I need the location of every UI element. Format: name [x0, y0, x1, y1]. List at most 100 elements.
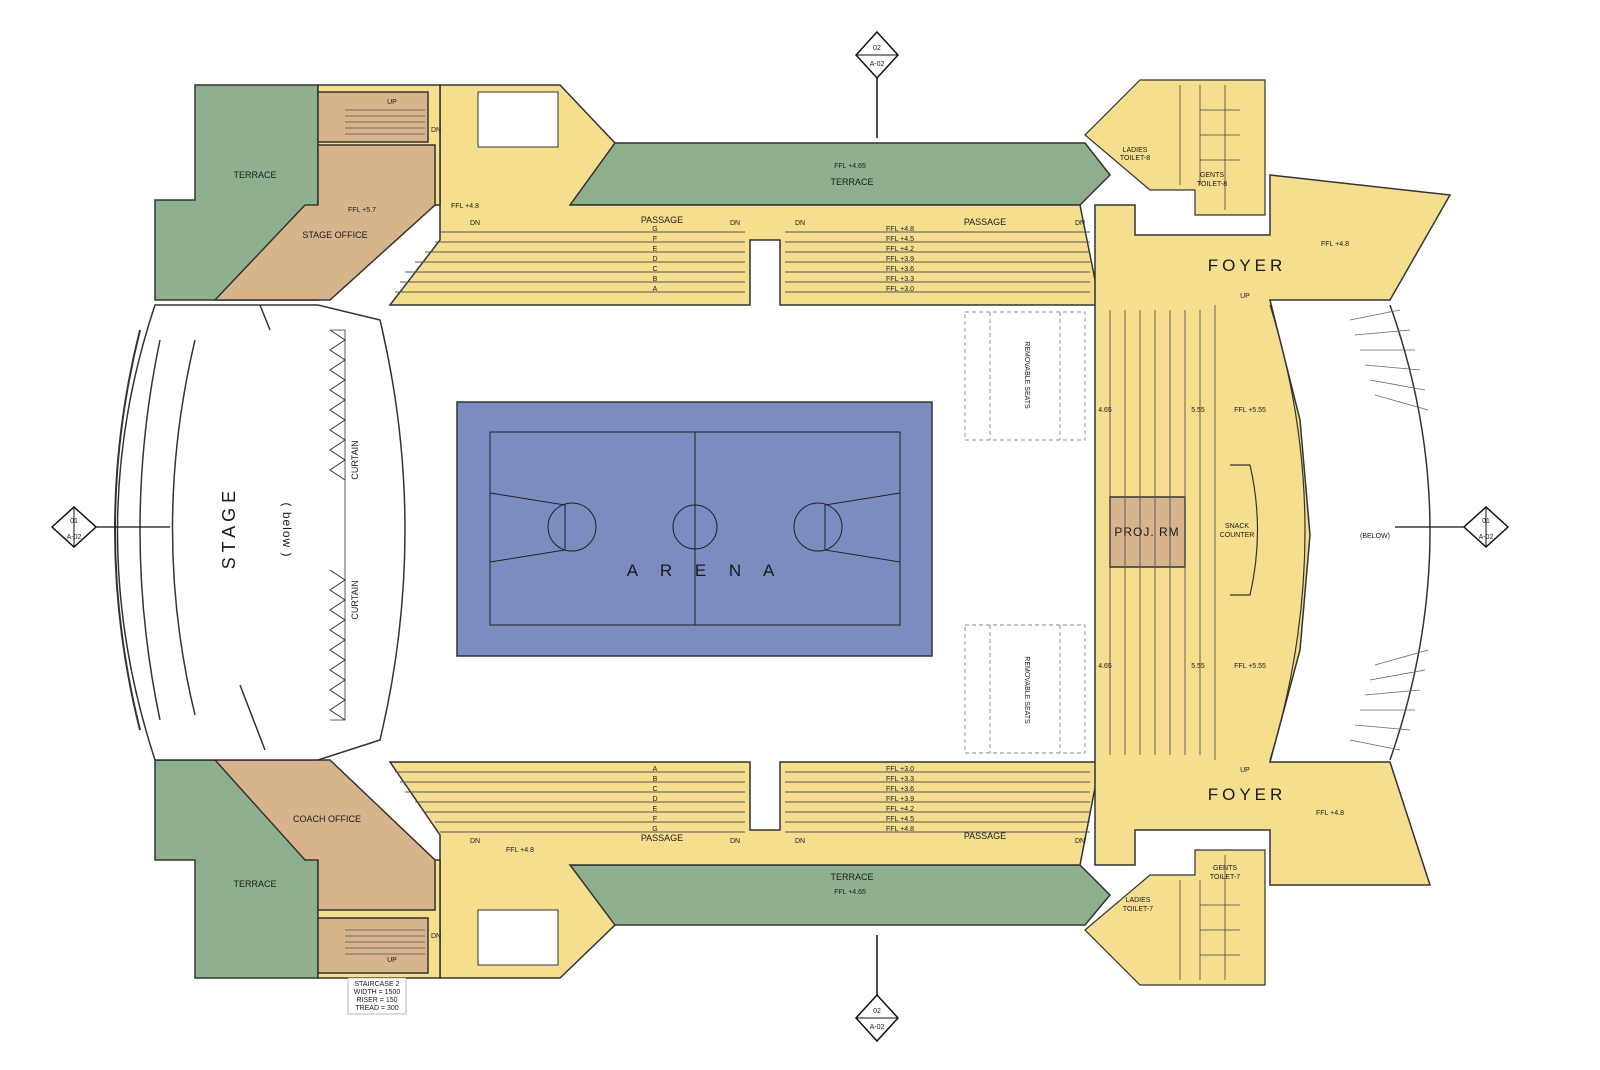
tier-ffl: FFL +3.6	[886, 786, 914, 793]
curtain-label-top: CURTAIN	[350, 440, 360, 479]
terrace-top-label: TERRACE	[830, 177, 873, 187]
toilet-blocks-right	[1084, 79, 1266, 986]
stage-office-ffl: FFL +5.7	[348, 207, 376, 214]
dn-labels: DN DN DN DN DN DN DN DN DN DN	[431, 127, 1085, 940]
stage-office	[213, 144, 436, 301]
passage-bl-label: PASSAGE	[641, 833, 683, 843]
coach-office	[213, 759, 436, 911]
stair-treads	[345, 109, 425, 955]
dn-label: DN	[795, 220, 805, 227]
stage-title: S T A G E	[219, 491, 239, 569]
dn-label: DN	[470, 220, 480, 227]
dn-label: DN	[431, 933, 441, 940]
dn-label: DN	[470, 838, 480, 845]
terrace-areas	[154, 84, 1112, 979]
ladies-toilet-bottom-2: TOILET-7	[1123, 906, 1153, 913]
terrace-bl-label: TERRACE	[233, 879, 276, 889]
seating-tiers-bottom	[395, 771, 1090, 833]
tier-level-top-left: 4.65	[1098, 407, 1112, 414]
up-top-left: UP	[387, 99, 397, 106]
below-right-label: (BELOW)	[1360, 533, 1390, 540]
tier-ffl: FFL +4.2	[886, 246, 914, 253]
seating-tiers-top	[395, 231, 1090, 293]
curtain-label-bottom: CURTAIN	[350, 580, 360, 619]
tier-letter: B	[653, 276, 658, 283]
removable-seats	[964, 311, 1086, 754]
tier-ffl: FFL +3.0	[886, 766, 914, 773]
curtain-zigzags	[329, 329, 346, 721]
arena-label: A R E N A	[627, 561, 784, 580]
terrace-bottom-ffl: FFL +4.65	[834, 889, 866, 896]
tier-ffl: FFL +3.6	[886, 266, 914, 273]
passage-tl-label: PASSAGE	[641, 215, 683, 225]
staircase-note-1: STAIRCASE 2	[355, 981, 400, 988]
terrace-tl-label: TERRACE	[233, 170, 276, 180]
section-marker-bottom	[854, 935, 900, 1043]
tier-letter: A	[653, 766, 658, 773]
stage-area	[114, 304, 406, 761]
passage-br-label: PASSAGE	[964, 831, 1006, 841]
dn-label: DN	[730, 838, 740, 845]
tier-ffl: FFL +4.5	[886, 816, 914, 823]
up-bottom-left: UP	[387, 957, 397, 964]
tier-ffl: FFL +4.5	[886, 236, 914, 243]
ladies-toilet-bottom-1: LADIES	[1126, 897, 1151, 904]
tier-letter: C	[652, 266, 657, 273]
foyer-top-label: FOYER	[1208, 256, 1287, 275]
snack-counter-label-1: SNACK	[1225, 523, 1249, 530]
tier-ffl: FFL +3.3	[886, 776, 914, 783]
tier-ffl: FFL +3.9	[886, 796, 914, 803]
tier-ffl-bottom: FFL +5.55	[1234, 663, 1266, 670]
staircase-note: STAIRCASE 2 WIDTH = 1500 RISER = 150 TRE…	[347, 977, 407, 1015]
tier-level-top-right: 5.55	[1191, 407, 1205, 414]
section-02-bottom-sheet: A-02	[870, 1024, 885, 1031]
dn-label: DN	[1075, 220, 1085, 227]
foyer-stairs	[1349, 309, 1429, 751]
stage-below-label: ( below )	[280, 502, 294, 557]
dn-label: DN	[795, 838, 805, 845]
section-02-bottom-num: 02	[873, 1008, 881, 1015]
staircase-note-4: TREAD = 300	[355, 1005, 398, 1012]
gents-toilet-top-1: GENTS	[1200, 172, 1224, 179]
removable-seats-bottom: REMOVABLE SEATS	[1023, 656, 1030, 724]
tier-level-bottom-right: 5.55	[1191, 663, 1205, 670]
proj-rm-label: PROJ. RM	[1114, 525, 1179, 539]
top-seating-block	[388, 84, 1101, 306]
coach-office-label: COACH OFFICE	[293, 814, 361, 824]
gents-toilet-top-2: TOILET-8	[1197, 181, 1227, 188]
foyer-bottom-ffl: FFL +4.8	[1316, 810, 1344, 817]
section-01-left-sheet: A-02	[67, 534, 82, 541]
section-marker-left	[50, 505, 170, 549]
section-01-left-num: 01	[70, 518, 78, 525]
staircase-note-2: WIDTH = 1500	[354, 989, 401, 996]
section-01-right-sheet: A-02	[1479, 534, 1494, 541]
tier-ffl: FFL +3.0	[886, 286, 914, 293]
section-marker-top	[854, 30, 900, 138]
removable-seats-top: REMOVABLE SEATS	[1023, 341, 1030, 409]
tier-letter: E	[653, 806, 658, 813]
terrace-top	[554, 142, 1111, 206]
dn-label: DN	[431, 127, 441, 134]
tier-ffl: FFL +4.2	[886, 806, 914, 813]
tier-letter: F	[653, 816, 657, 823]
tier-ffl: FFL +3.3	[886, 276, 914, 283]
ladies-toilet-top-1: LADIES	[1123, 147, 1148, 154]
stage-office-label: STAGE OFFICE	[302, 230, 367, 240]
tier-letter: G	[652, 226, 657, 233]
snack-counter-label-2: COUNTER	[1220, 532, 1255, 539]
tier-letter: C	[652, 786, 657, 793]
tier-ffl: FFL +4.8	[886, 226, 914, 233]
tier-letter: E	[653, 246, 658, 253]
tier-letter: B	[653, 776, 658, 783]
staircase-note-3: RISER = 150	[356, 997, 397, 1004]
passage-bottom-ffl: FFL +4.8	[506, 847, 534, 854]
section-01-right-num: 01	[1482, 518, 1490, 525]
dn-label: DN	[730, 220, 740, 227]
tier-ffl: FFL +3.9	[886, 256, 914, 263]
gents-toilet-bottom-2: TOILET-7	[1210, 874, 1240, 881]
terrace-top-ffl: FFL +4.65	[834, 163, 866, 170]
up-bottom-right: UP	[1240, 767, 1250, 774]
tier-letter: G	[652, 826, 657, 833]
